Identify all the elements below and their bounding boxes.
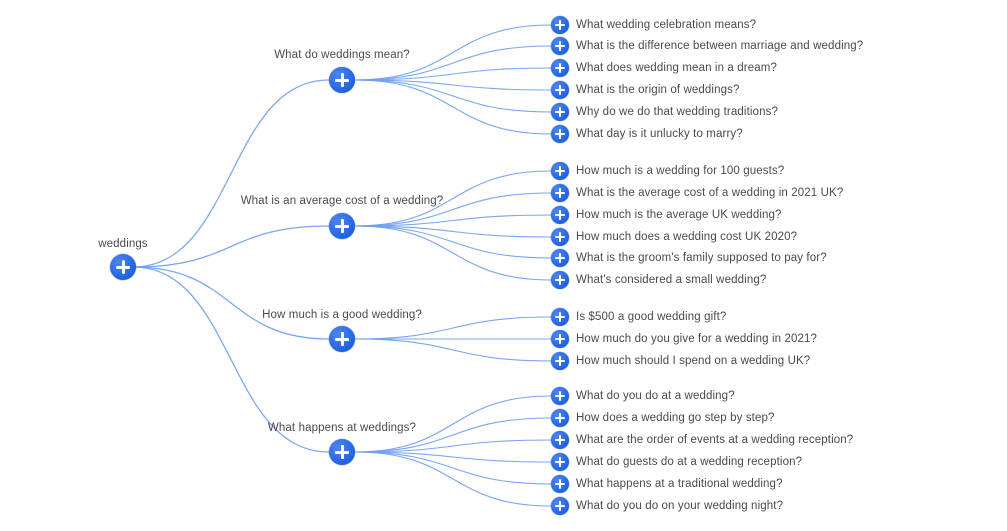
node-leaf-1-1[interactable] [551,184,569,202]
edge-branch-0-to-leaf-3 [354,79,552,91]
node-leaf-1-5[interactable] [551,271,569,289]
label-leaf-0-0: What wedding celebration means? [576,19,757,31]
edge-branch-3-to-leaf-5 [354,451,552,507]
edge-branch-1-to-leaf-4 [354,225,552,259]
node-leaf-2-1[interactable] [551,330,569,348]
node-leaf-1-3[interactable] [551,228,569,246]
label-leaf-3-5: What do you do on your wedding night? [576,500,784,512]
label-leaf-1-1: What is the average cost of a wedding in… [576,187,844,199]
node-leaf-3-0[interactable] [551,387,569,405]
label-branch-1: What is an average cost of a wedding? [240,195,444,207]
label-leaf-0-4: Why do we do that wedding traditions? [576,106,778,118]
label-leaf-3-3: What do guests do at a wedding reception… [576,456,803,468]
label-leaf-1-4: What is the groom's family supposed to p… [576,252,827,264]
label-leaf-3-0: What do you do at a wedding? [576,390,735,402]
label-leaf-3-1: How does a wedding go step by step? [576,412,775,424]
label-branch-2: How much is a good wedding? [262,309,422,321]
node-leaf-2-2[interactable] [551,352,569,370]
label-leaf-2-2: How much should I spend on a wedding UK? [576,355,811,367]
edge-branch-0-to-leaf-2 [354,67,552,81]
node-branch-3[interactable] [329,439,355,465]
label-leaf-0-3: What is the origin of weddings? [576,84,740,96]
label-leaf-3-2: What are the order of events at a weddin… [576,434,854,446]
edge-branch-3-to-leaf-2 [354,439,552,453]
node-branch-0[interactable] [329,67,355,93]
edge-root-to-branch-1 [132,225,330,268]
edge-root-to-branch-2 [132,266,330,340]
node-root[interactable] [110,254,136,280]
node-leaf-3-4[interactable] [551,475,569,493]
label-leaf-2-1: How much do you give for a wedding in 20… [576,333,818,345]
node-leaf-3-1[interactable] [551,409,569,427]
edge-branch-2-to-leaf-2 [354,338,552,362]
label-branch-0: What do weddings mean? [274,49,410,61]
label-root: weddings [98,238,148,250]
label-leaf-3-4: What happens at a traditional wedding? [576,478,783,490]
edge-branch-1-to-leaf-5 [354,225,552,281]
edge-branch-3-to-leaf-3 [354,451,552,463]
node-leaf-0-0[interactable] [551,16,569,34]
node-leaf-3-5[interactable] [551,497,569,515]
node-leaf-1-2[interactable] [551,206,569,224]
node-leaf-3-2[interactable] [551,431,569,449]
node-leaf-2-0[interactable] [551,308,569,326]
edge-branch-0-to-leaf-5 [354,79,552,135]
label-leaf-1-5: What's considered a small wedding? [576,274,767,286]
node-branch-2[interactable] [329,326,355,352]
label-leaf-0-2: What does wedding mean in a dream? [576,62,777,74]
label-leaf-1-2: How much is the average UK wedding? [576,209,782,221]
node-leaf-0-3[interactable] [551,81,569,99]
edge-branch-0-to-leaf-4 [354,79,552,113]
node-leaf-0-5[interactable] [551,125,569,143]
node-leaf-1-0[interactable] [551,162,569,180]
node-leaf-1-4[interactable] [551,249,569,267]
edge-branch-1-to-leaf-2 [354,214,552,227]
edge-root-to-branch-0 [132,79,330,268]
node-leaf-3-3[interactable] [551,453,569,471]
label-leaf-1-0: How much is a wedding for 100 guests? [576,165,785,177]
label-leaf-0-1: What is the difference between marriage … [576,40,864,52]
node-leaf-0-4[interactable] [551,103,569,121]
label-leaf-0-5: What day is it unlucky to marry? [576,128,743,140]
node-leaf-0-1[interactable] [551,37,569,55]
edge-branch-3-to-leaf-4 [354,451,552,485]
label-branch-3: What happens at weddings? [267,422,417,434]
label-leaf-1-3: How much does a wedding cost UK 2020? [576,231,798,243]
node-branch-1[interactable] [329,213,355,239]
edge-branch-1-to-leaf-3 [354,225,552,238]
label-leaf-2-0: Is $500 a good wedding gift? [576,311,727,323]
node-leaf-0-2[interactable] [551,59,569,77]
